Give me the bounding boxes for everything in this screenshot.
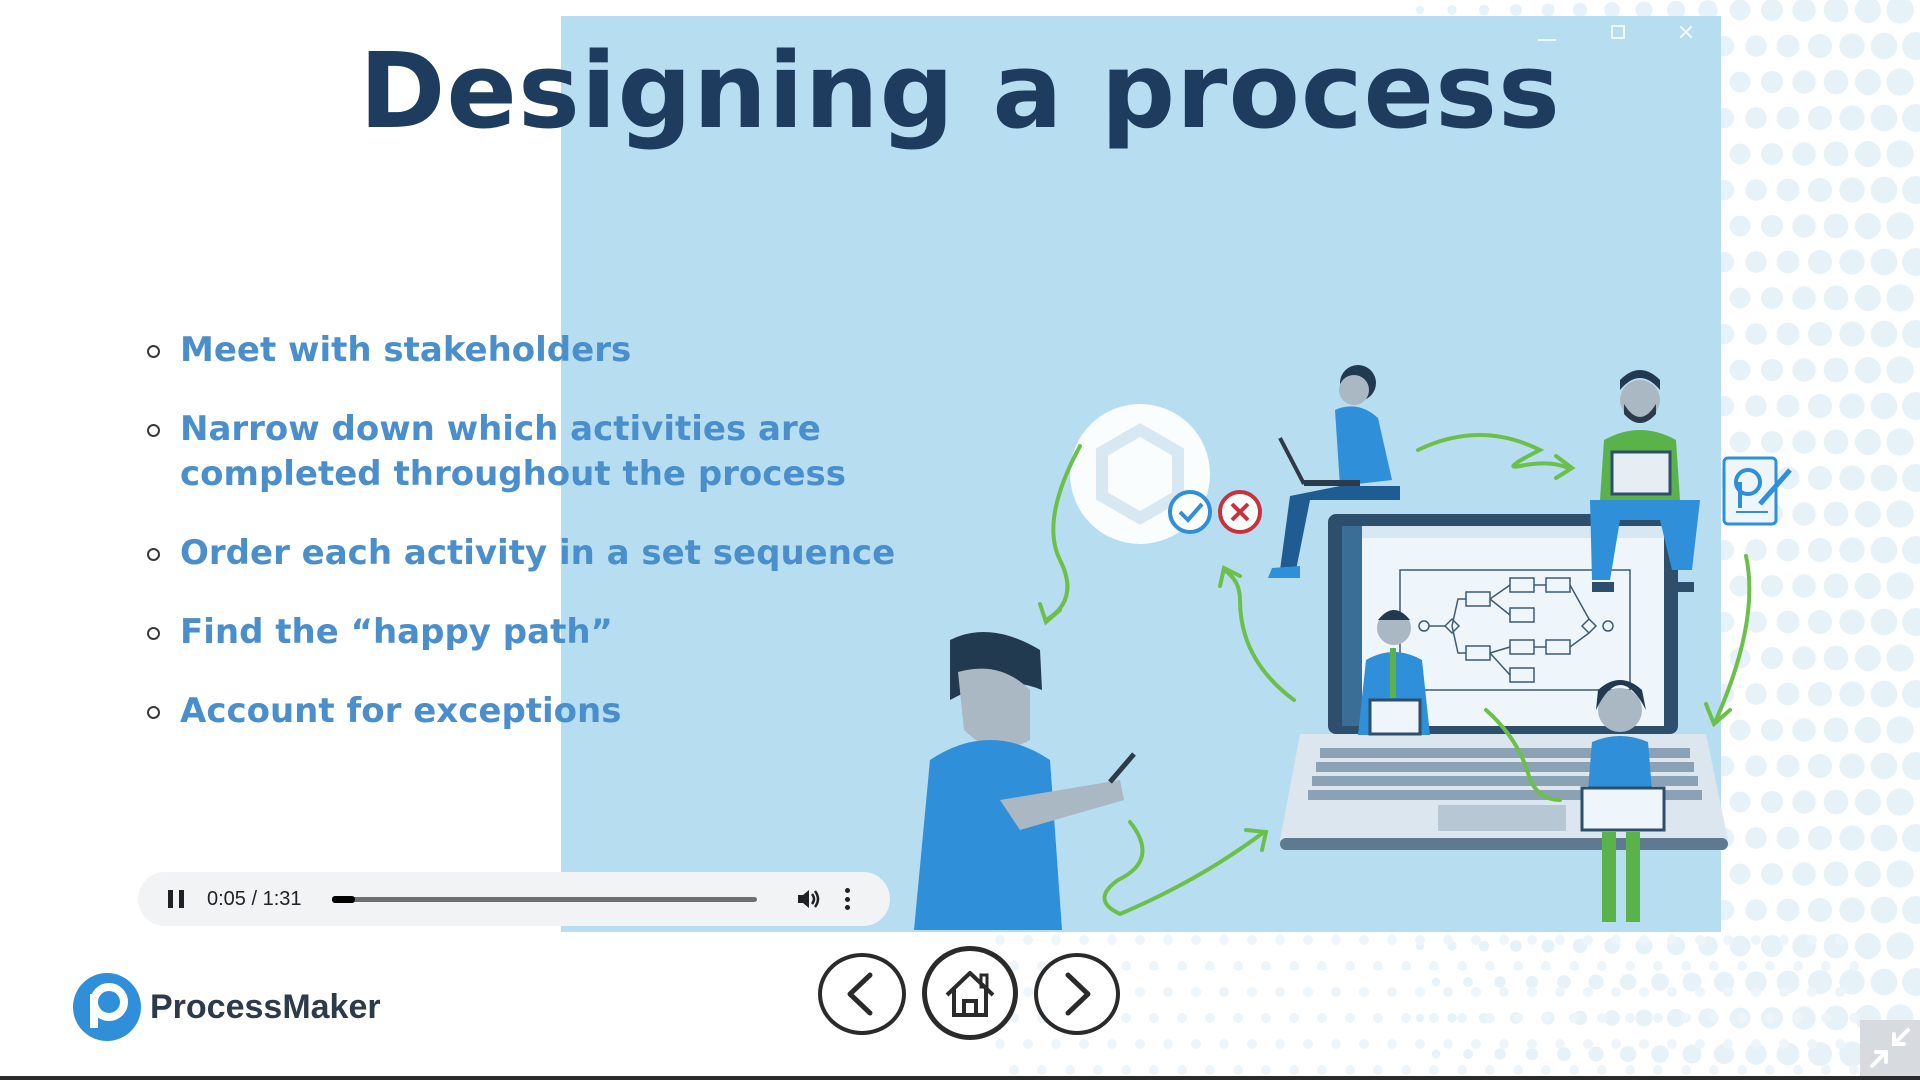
audio-time: 0:05 / 1:31 [207, 887, 302, 910]
chevron-right-icon [1065, 972, 1091, 1016]
audio-progress-slider[interactable] [331, 895, 757, 903]
maximize-icon[interactable] [1608, 22, 1632, 46]
chevron-left-icon [847, 972, 873, 1016]
bullet-list: Meet with stakeholders Narrow down which… [145, 328, 1005, 768]
exit-fullscreen-button[interactable] [1860, 1020, 1920, 1076]
bullet-item: Meet with stakeholders [145, 328, 1005, 373]
minimize-icon[interactable] [1535, 28, 1559, 52]
logo-text: ProcessMaker [150, 987, 381, 1026]
audio-progress-fill [331, 895, 355, 903]
audio-player: 0:05 / 1:31 [138, 872, 890, 926]
bullet-item: Account for exceptions [145, 689, 1005, 734]
more-vert-icon[interactable] [845, 888, 851, 910]
processmaker-logo[interactable]: ProcessMaker [72, 972, 381, 1042]
slide-title: Designing a process [359, 30, 1561, 152]
bottom-border [0, 1076, 1920, 1080]
bullet-item: Order each activity in a set sequence [145, 531, 1005, 576]
close-icon[interactable]: ✕ [1676, 21, 1696, 46]
home-button[interactable] [922, 946, 1018, 1040]
exit-fullscreen-icon [1870, 1028, 1910, 1068]
home-icon [945, 971, 995, 1017]
processmaker-logo-icon [73, 973, 141, 1041]
bullet-item: Find the “happy path” [145, 610, 1005, 655]
pause-icon[interactable] [168, 890, 184, 908]
volume-icon[interactable] [795, 887, 823, 911]
previous-button[interactable] [818, 953, 906, 1035]
next-button[interactable] [1034, 953, 1120, 1035]
bullet-item: Narrow down which activities are complet… [145, 407, 1005, 497]
